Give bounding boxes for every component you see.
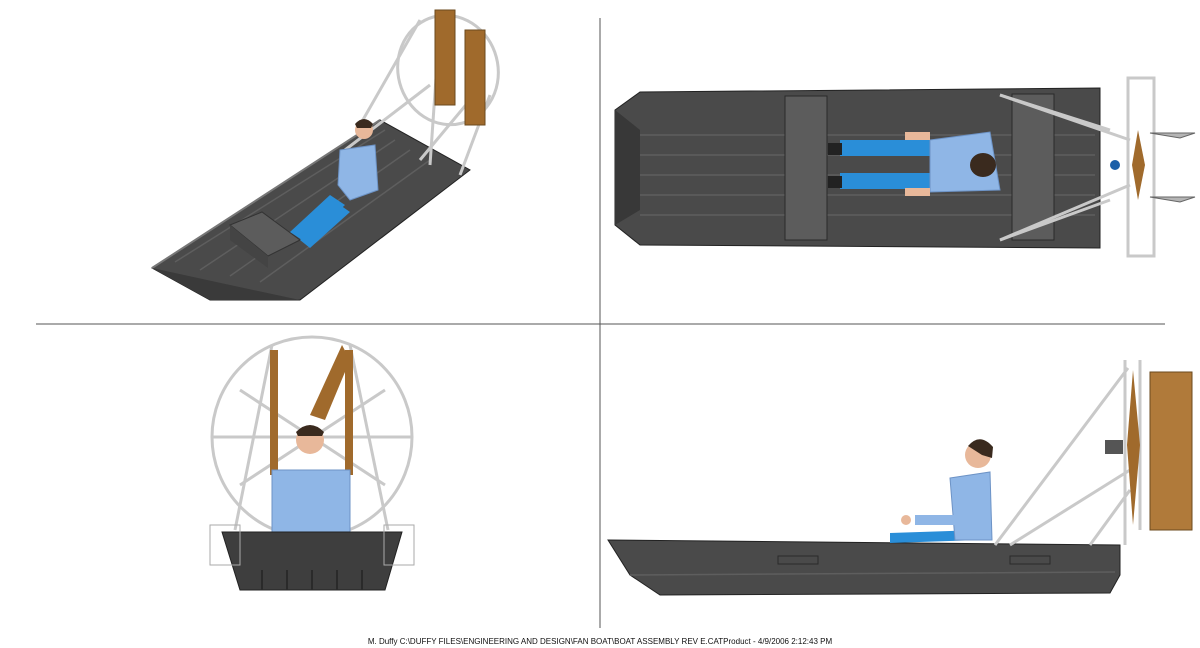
side-hull (607, 539, 1121, 596)
front-view (209, 335, 415, 591)
iso-rudders (434, 9, 486, 126)
isometric-view (151, 9, 500, 301)
side-propeller (1105, 370, 1140, 525)
top-propeller (1110, 130, 1196, 203)
top-pilot (828, 131, 1001, 196)
side-rudder (1149, 371, 1193, 531)
front-rudders (270, 345, 353, 475)
front-pilot (271, 425, 351, 533)
iso-pilot (290, 119, 379, 248)
side-view (607, 360, 1193, 596)
iso-hull (151, 119, 471, 301)
side-pilot (890, 439, 993, 543)
front-hull (209, 524, 415, 591)
view-dividers (36, 18, 1165, 628)
top-frame (999, 76, 1156, 258)
drawing-footer-path: M. Duffy C:\DUFFY FILES\ENGINEERING AND … (367, 637, 833, 646)
top-view (614, 76, 1196, 258)
top-benches (784, 93, 1055, 241)
